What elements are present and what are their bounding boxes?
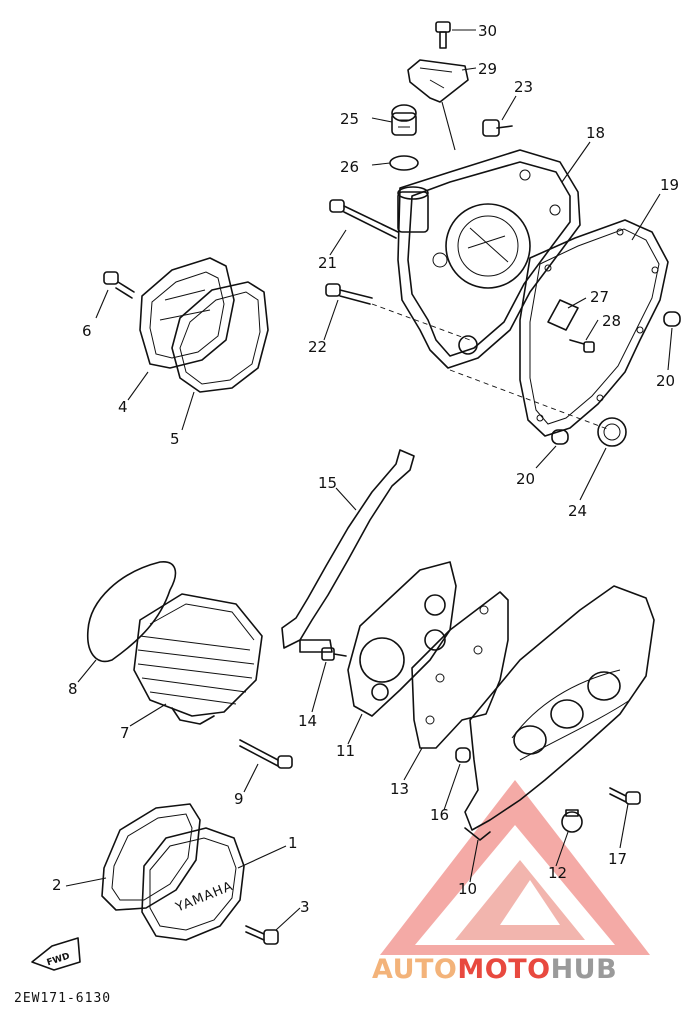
callout-28: 28	[602, 312, 621, 330]
diagram-code: 2EW171-6130	[14, 991, 112, 1006]
leader-lines	[65, 29, 673, 931]
cover-brand-text: YAMAHA	[173, 879, 236, 916]
part-22-bolt	[325, 283, 373, 305]
callout-14: 14	[298, 712, 317, 730]
callout-1: 1	[288, 834, 298, 852]
callout-24: 24	[568, 502, 587, 520]
part-5-gasket	[171, 281, 269, 393]
callout-16: 16	[430, 806, 449, 824]
part-2-gasket	[101, 803, 201, 911]
callout-23: 23	[514, 78, 533, 96]
part-21-bolt	[329, 199, 399, 239]
callout-29: 29	[478, 60, 497, 78]
svg-text:AUTOMOTOHUB: AUTOMOTOHUB	[372, 954, 617, 985]
part-23-bolt	[482, 119, 513, 137]
callout-30: 30	[478, 22, 497, 40]
part-15-stay	[281, 449, 415, 653]
fwd-arrow-icon: FWD	[31, 937, 81, 971]
callout-19: 19	[660, 176, 679, 194]
part-12-plug	[561, 809, 583, 833]
part-13-gasket	[411, 591, 509, 749]
callout-20a: 20	[656, 372, 675, 390]
assembly-line	[371, 303, 611, 431]
callout-17: 17	[608, 850, 627, 868]
callout-13: 13	[390, 780, 409, 798]
callout-5: 5	[170, 430, 180, 448]
callout-12: 12	[548, 864, 567, 882]
callout-15: 15	[318, 474, 337, 492]
part-18-crankcase-cover	[397, 149, 581, 369]
callout-25: 25	[340, 110, 359, 128]
part-26-o-ring	[389, 155, 419, 171]
callout-22: 22	[308, 338, 327, 356]
watermark-text: AUTOMOTOHUB	[372, 954, 617, 985]
callout-20b: 20	[516, 470, 535, 488]
callout-18: 18	[586, 124, 605, 142]
callout-numbers: 30 29 23 25 18 19 26 21 6 27 28 22 4 20 …	[52, 22, 679, 916]
part-8-o-ring	[87, 561, 177, 663]
callout-6: 6	[82, 322, 92, 340]
watermark-part2: MOTO	[457, 954, 550, 985]
part-28-screw	[569, 339, 595, 353]
callout-2: 2	[52, 876, 62, 894]
callout-21: 21	[318, 254, 337, 272]
part-25-filler-cap	[391, 104, 417, 136]
watermark-triangle-logo	[380, 780, 650, 955]
part-30-bolt	[435, 21, 451, 49]
callout-4: 4	[118, 398, 128, 416]
callout-10: 10	[458, 880, 477, 898]
part-14-screw	[321, 647, 347, 661]
part-20-dowel-pin	[551, 311, 681, 445]
part-27-plate	[547, 299, 579, 331]
part-19-gasket	[519, 219, 669, 437]
callout-11: 11	[336, 742, 355, 760]
part-16-dowel	[455, 747, 471, 763]
callout-9: 9	[234, 790, 244, 808]
part-1-generator-cover: YAMAHA	[141, 827, 245, 941]
watermark-part1: AUTO	[372, 954, 457, 985]
part-11-plate	[347, 561, 457, 717]
callout-26: 26	[340, 158, 359, 176]
part-3-screw	[245, 925, 279, 945]
watermark-part3: HUB	[551, 954, 618, 985]
callout-8: 8	[68, 680, 78, 698]
part-10-sprocket-cover	[464, 585, 655, 841]
part-24-plug	[597, 417, 627, 447]
part-9-bolt	[239, 739, 293, 769]
part-6-bolt	[103, 271, 135, 299]
part-29-bracket	[407, 59, 469, 151]
part-7-head-cover	[133, 593, 263, 725]
callout-3: 3	[300, 898, 310, 916]
part-4-cover	[139, 257, 235, 369]
callout-7: 7	[120, 724, 130, 742]
callout-27: 27	[590, 288, 609, 306]
part-17-bolt	[609, 787, 641, 805]
